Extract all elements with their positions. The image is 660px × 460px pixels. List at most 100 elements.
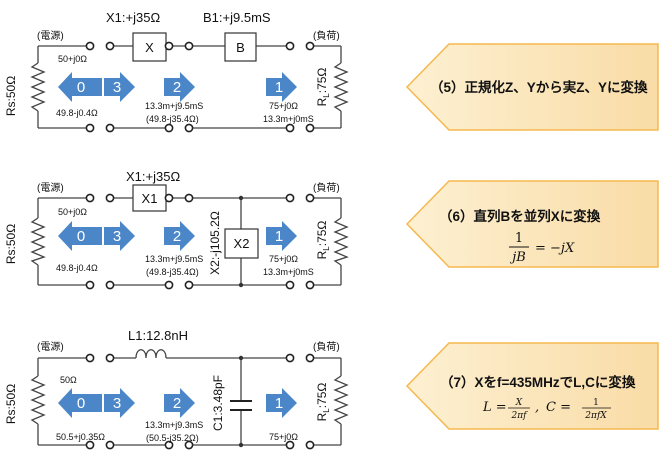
x1-label: X1:+j35Ω (106, 10, 160, 25)
formula-l: L = (482, 400, 507, 415)
l1-label: L1:12.8nH (128, 328, 188, 343)
z3-value: 50.5+j0.35Ω (56, 432, 105, 442)
terminal (85, 41, 95, 51)
terminal (164, 193, 174, 203)
terminal (164, 123, 174, 133)
junction-dot (238, 355, 244, 361)
node-3: 3 (113, 79, 121, 96)
terminal (305, 41, 315, 51)
formula-separator: , (535, 400, 539, 415)
step-7-text: （7）Xをf=435MHzでL,Cに変換 (440, 374, 636, 390)
panel-2: X1:+j35Ω (電源) (負荷) X1 X2 X2:-j105.2Ω 0 (4, 169, 349, 290)
terminal (105, 440, 115, 450)
arrow-right-icon (164, 388, 195, 418)
step-6-callout: （6）直列Bを並列Xに変換 1 jB = −jX (405, 180, 659, 268)
load-resistor (333, 375, 349, 425)
node-0: 0 (77, 395, 85, 412)
load-label: (負荷) (313, 182, 340, 194)
terminal (164, 440, 174, 450)
node-1: 1 (275, 79, 283, 96)
arrow-right-icon (164, 221, 195, 251)
formula-c-numerator: 1 (593, 398, 599, 408)
formula-numerator: 1 (515, 231, 523, 246)
terminal (184, 280, 194, 290)
step-7-callout: （7）Xをf=435MHzでL,Cに変換 L = X 2πf , C = 1 2… (405, 342, 659, 430)
junction-dot (238, 442, 244, 448)
terminal (105, 41, 115, 51)
terminal (105, 193, 115, 203)
terminal (164, 280, 174, 290)
terminal (105, 123, 115, 133)
load-resistor (333, 217, 349, 266)
terminal (285, 440, 295, 450)
node-0: 0 (77, 79, 85, 96)
source-resistor (30, 217, 46, 266)
z0-value: 50+j0Ω (58, 54, 87, 64)
terminal (305, 440, 315, 450)
junction-dot (238, 195, 244, 201)
source-label: (電源) (37, 181, 64, 194)
step-5-callout: （5）正規化Z、Yから実Z、Yに変換 (405, 43, 659, 131)
z3-value: 49.8-j0.4Ω (56, 263, 98, 273)
x-block-label: X (145, 40, 154, 55)
z1-value: 75+j0Ω (269, 101, 298, 111)
terminal (164, 41, 174, 51)
terminal (85, 440, 95, 450)
step-6-text: （6）直列Bを並列Xに変換 (439, 208, 601, 224)
node-2: 2 (173, 228, 181, 245)
z0-value: 50+j0Ω (58, 207, 87, 217)
terminal (184, 440, 194, 450)
rs-label: Rs:50Ω (4, 384, 18, 424)
x-block (132, 32, 167, 62)
b1-label: B1:+j9.5mS (203, 10, 271, 25)
terminal (305, 193, 315, 203)
arrow-right-icon (104, 221, 135, 251)
load-label: (負荷) (313, 341, 340, 353)
formula-c: C = (546, 400, 571, 415)
arrow-left-icon (58, 388, 102, 418)
arrow-right-icon (164, 72, 195, 102)
x1-label: X1:+j35Ω (126, 169, 180, 184)
capacitor-icon (230, 400, 252, 411)
source-label: (電源) (37, 29, 64, 42)
terminal (285, 193, 295, 203)
arrow-left-icon (58, 221, 102, 251)
node-3: 3 (113, 228, 121, 245)
node-3: 3 (113, 395, 121, 412)
b-block (224, 32, 257, 62)
formula-l-denominator: 2πf (511, 411, 529, 421)
callout-shape (405, 180, 659, 268)
formula-denominator: jB (509, 250, 526, 265)
arrow-right-icon (266, 388, 297, 418)
callout-shape (405, 43, 659, 131)
z1-value: 75+j0Ω (269, 432, 298, 442)
formula-rhs: = −jX (535, 241, 575, 256)
panel-3: L1:12.8nH (電源) (負荷) C1:3.48pF 0 3 2 (4, 328, 349, 450)
source-resistor (30, 62, 46, 112)
junction-dot (238, 282, 244, 288)
rl-label: RL:75Ω (315, 221, 331, 260)
terminal (85, 280, 95, 290)
arrow-right-icon (104, 72, 135, 102)
terminal (285, 353, 295, 363)
z2-value: (49.8-j35.4Ω) (146, 114, 199, 124)
c1-label: C1:3.48pF (211, 375, 225, 431)
terminal (285, 280, 295, 290)
node-1: 1 (275, 395, 283, 412)
terminal (305, 280, 315, 290)
z3-value: 49.8-j0.4Ω (56, 108, 98, 118)
y1-value: 13.3m+j0mS (263, 267, 314, 277)
b-block-label: B (236, 40, 245, 55)
z2-value: (49.8-j35.4Ω) (146, 267, 199, 277)
node-2: 2 (173, 395, 181, 412)
terminal (85, 193, 95, 203)
terminal (184, 123, 194, 133)
y1-value: 13.3m+j0mS (263, 114, 314, 124)
terminal (85, 353, 95, 363)
callout-shape (405, 342, 659, 430)
node-2: 2 (173, 79, 181, 96)
x2-block-label: X2 (234, 236, 250, 251)
node-1: 1 (275, 228, 283, 245)
source-label: (電源) (37, 340, 64, 353)
